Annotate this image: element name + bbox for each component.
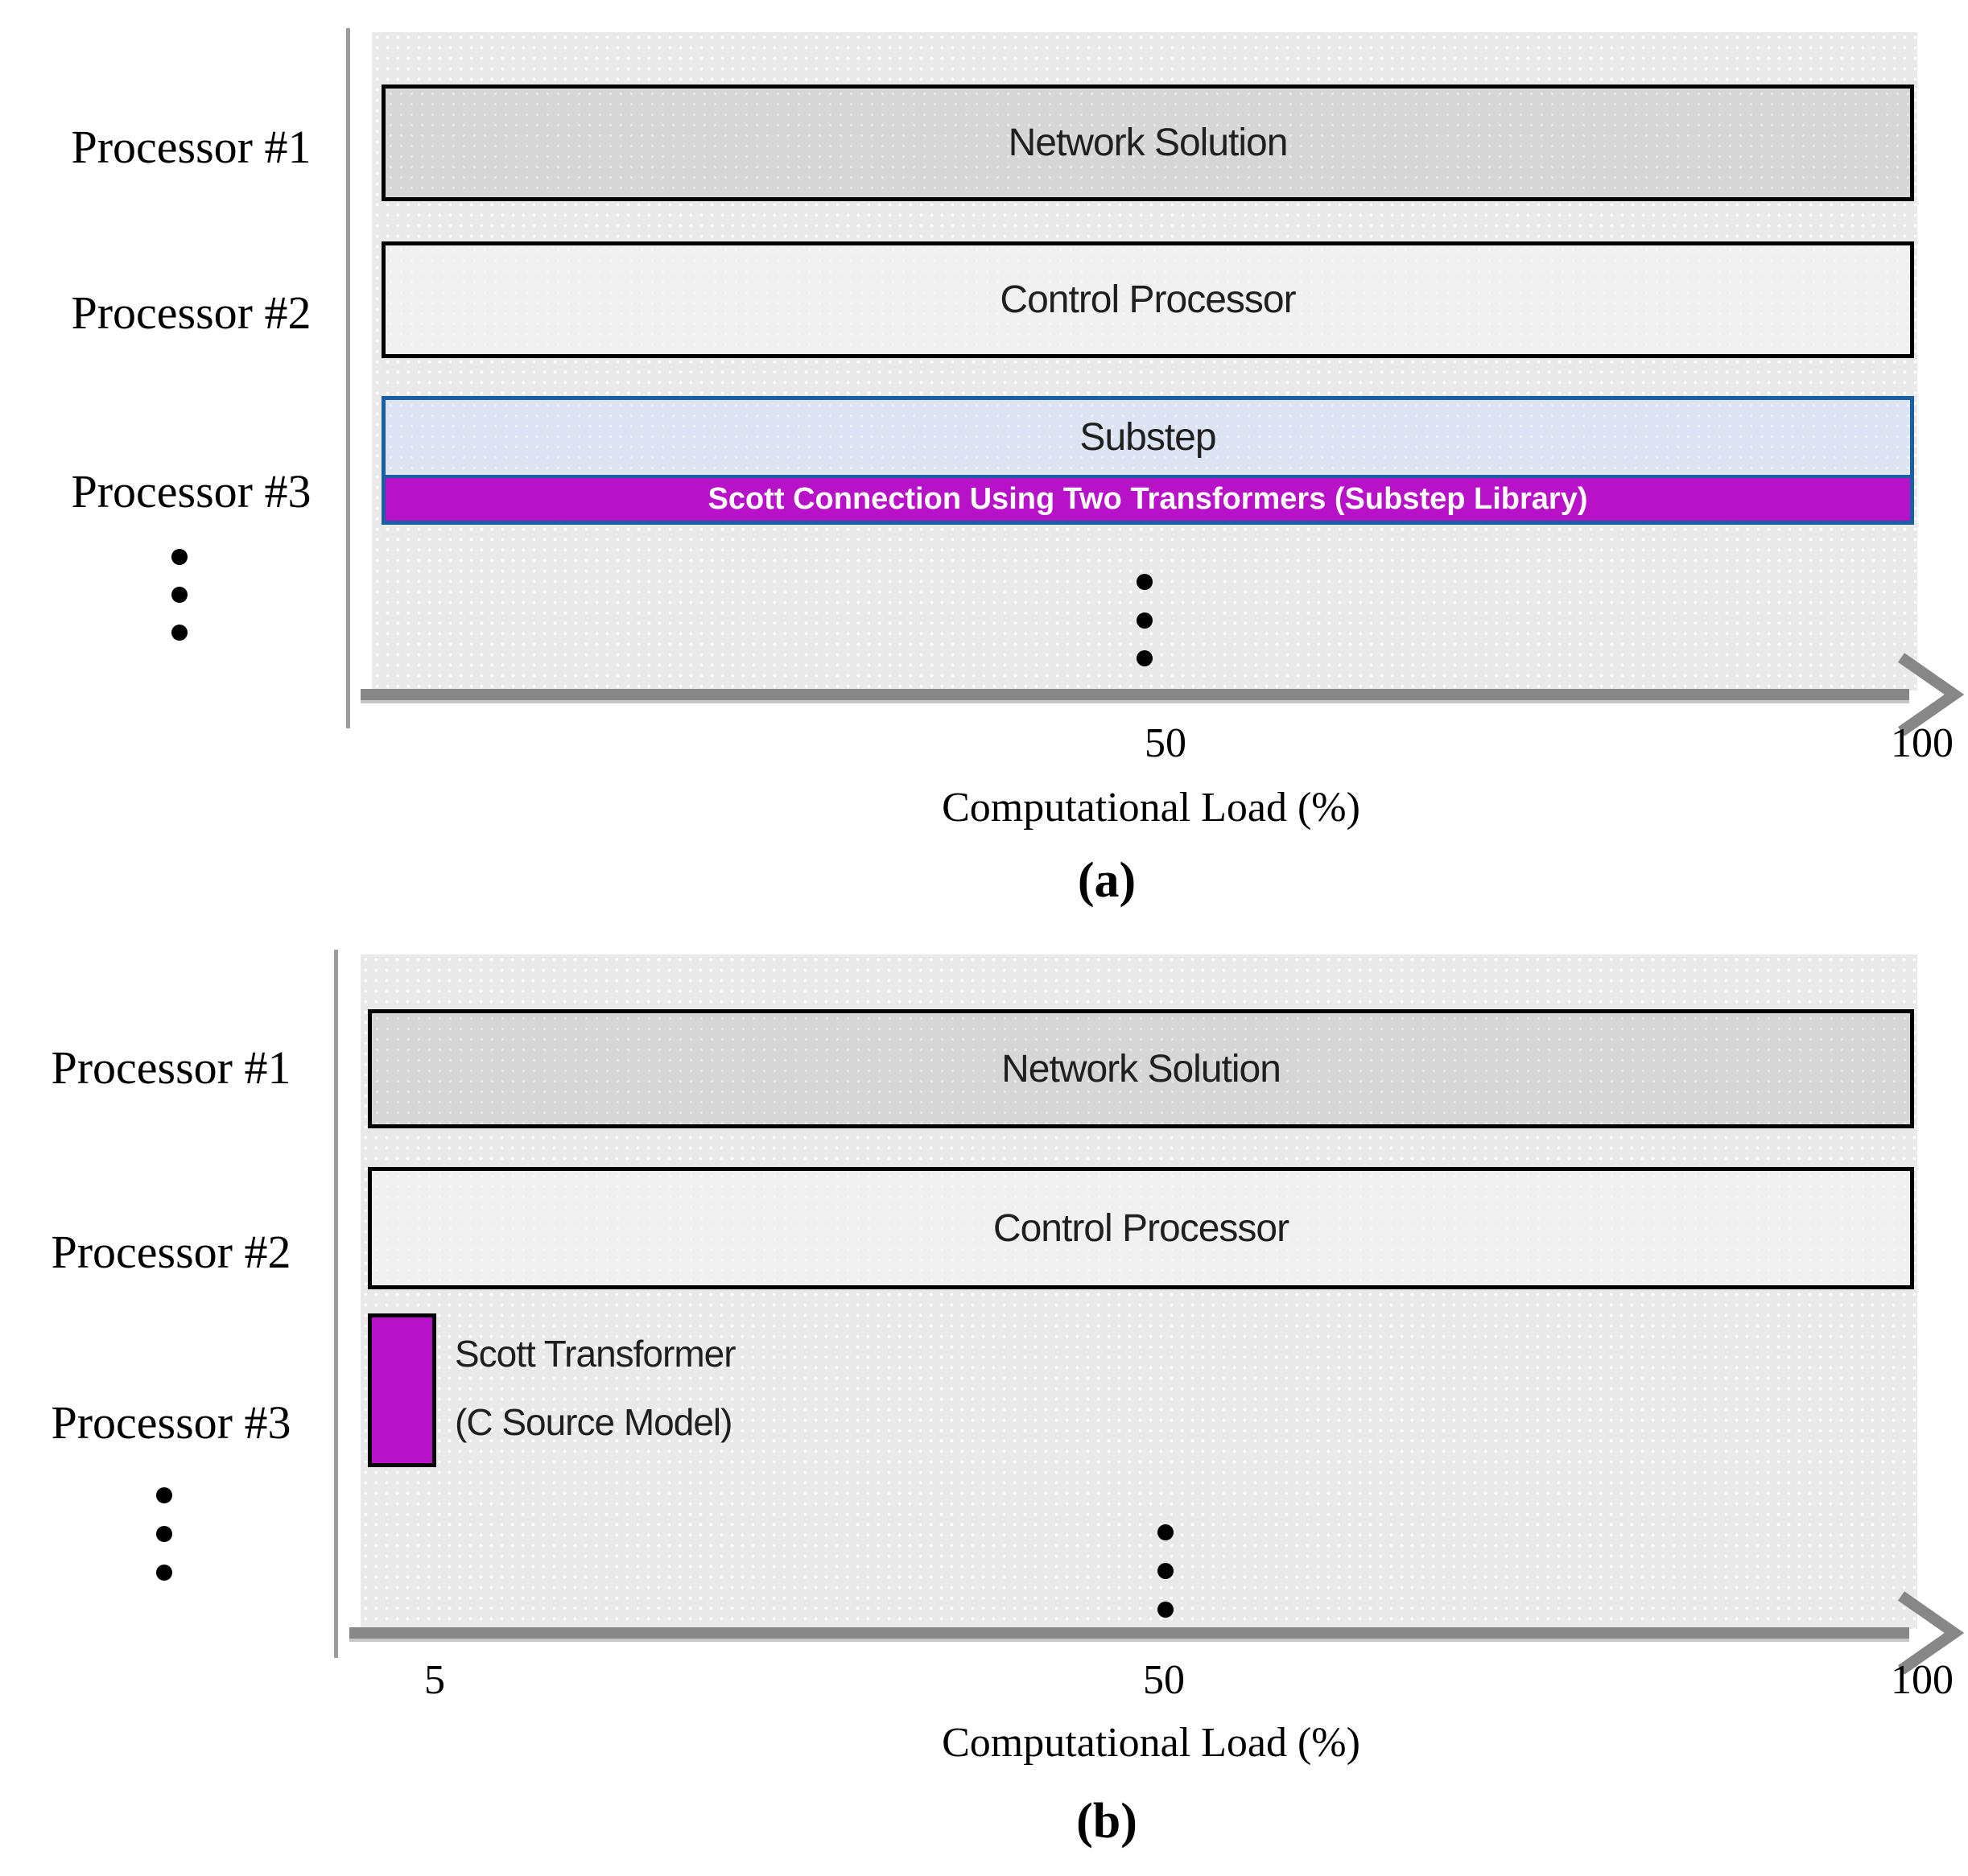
y-axis-line-b	[334, 950, 338, 1658]
x-axis-line-a	[361, 689, 1909, 703]
x-tick-5-b: 5	[424, 1657, 445, 1703]
bar-substep-group-a: Substep Scott Connection Using Two Trans…	[382, 396, 1914, 525]
ellipsis-dot	[1137, 650, 1153, 666]
y-axis-line-a	[346, 28, 350, 728]
ellipsis-dot	[1157, 1524, 1174, 1540]
bar-substep-label-a: Substep	[1079, 416, 1216, 459]
ellipsis-dot	[1157, 1602, 1174, 1618]
bar-substep-a: Substep	[386, 400, 1910, 478]
ellipsis-dot	[156, 1565, 172, 1581]
scott-transformer-line2: (C Source Model)	[455, 1401, 732, 1444]
processor-3-label-a: Processor #3	[71, 465, 311, 517]
processor-2-label-a: Processor #2	[71, 287, 311, 339]
bar-network-solution-label-a: Network Solution	[1008, 122, 1289, 164]
ellipsis-dot	[1137, 612, 1153, 629]
bar-control-processor-label-a: Control Processor	[1000, 278, 1296, 321]
bar-scott-connection-label-a: Scott Connection Using Two Transformers …	[708, 482, 1588, 516]
bar-control-processor-b: Control Processor	[368, 1167, 1914, 1289]
bar-control-processor-a: Control Processor	[382, 241, 1914, 358]
ellipsis-dot	[1157, 1563, 1174, 1579]
arrow-right-icon	[1897, 653, 1965, 736]
x-axis-title-b: Computational Load (%)	[942, 1720, 1360, 1766]
bar-network-solution-a: Network Solution	[382, 85, 1914, 201]
caption-b: (b)	[1076, 1794, 1137, 1849]
bar-network-solution-label-b: Network Solution	[1001, 1047, 1281, 1091]
caption-a: (a)	[1077, 853, 1137, 908]
ellipsis-dot	[171, 625, 188, 641]
bar-network-solution-b: Network Solution	[368, 1009, 1914, 1128]
processor-1-label-a: Processor #1	[71, 121, 311, 173]
ellipsis-dot	[171, 587, 188, 603]
x-axis-title-a: Computational Load (%)	[942, 785, 1360, 831]
ellipsis-dot	[156, 1487, 172, 1503]
x-tick-100-a: 100	[1891, 720, 1954, 766]
scott-transformer-line1: Scott Transformer	[455, 1333, 736, 1375]
bar-scott-transformer-b	[368, 1313, 436, 1467]
ellipsis-dot	[156, 1526, 172, 1542]
x-axis-line-b	[349, 1627, 1909, 1642]
bar-scott-transformer-label-b: Scott Transformer (C Source Model)	[455, 1320, 736, 1457]
arrow-right-icon	[1897, 1591, 1965, 1675]
x-tick-50-a: 50	[1145, 720, 1186, 766]
x-tick-50-b: 50	[1143, 1657, 1185, 1703]
processor-2-label-b: Processor #2	[51, 1226, 291, 1278]
x-tick-100-b: 100	[1891, 1657, 1954, 1703]
processor-1-label-b: Processor #1	[51, 1041, 291, 1094]
bar-scott-connection-a: Scott Connection Using Two Transformers …	[386, 478, 1910, 521]
bar-control-processor-label-b: Control Processor	[992, 1206, 1289, 1250]
ellipsis-dot	[171, 549, 188, 565]
ellipsis-dot	[1137, 574, 1153, 590]
processor-3-label-b: Processor #3	[51, 1396, 291, 1449]
